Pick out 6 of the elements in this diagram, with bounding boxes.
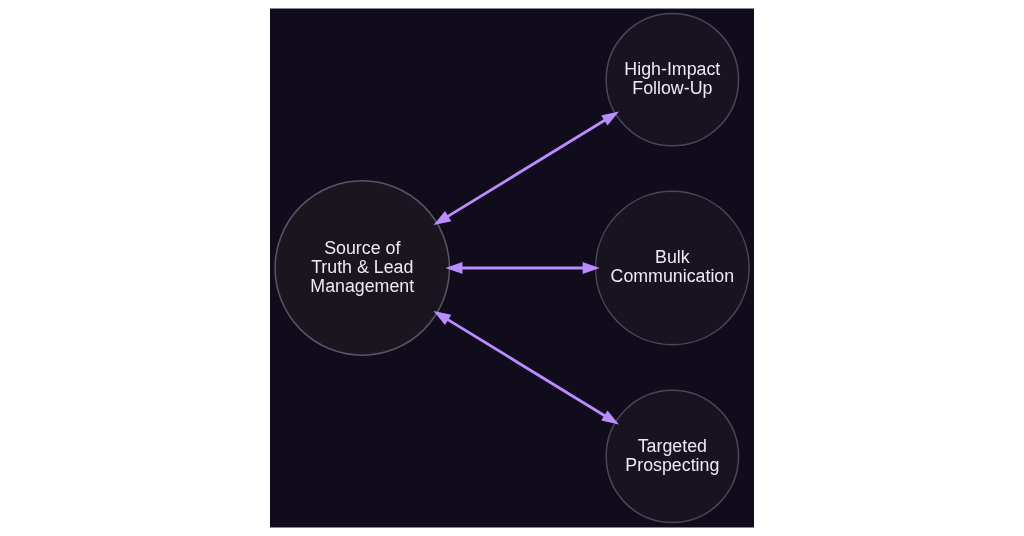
node-circle: Bulk Communication bbox=[594, 190, 750, 346]
arrow bbox=[433, 111, 619, 226]
node-circle: Targeted Prospecting bbox=[605, 389, 740, 524]
node-circle: High-Impact Follow-Up bbox=[605, 12, 740, 147]
arrow bbox=[445, 262, 600, 274]
arrow bbox=[433, 310, 619, 425]
